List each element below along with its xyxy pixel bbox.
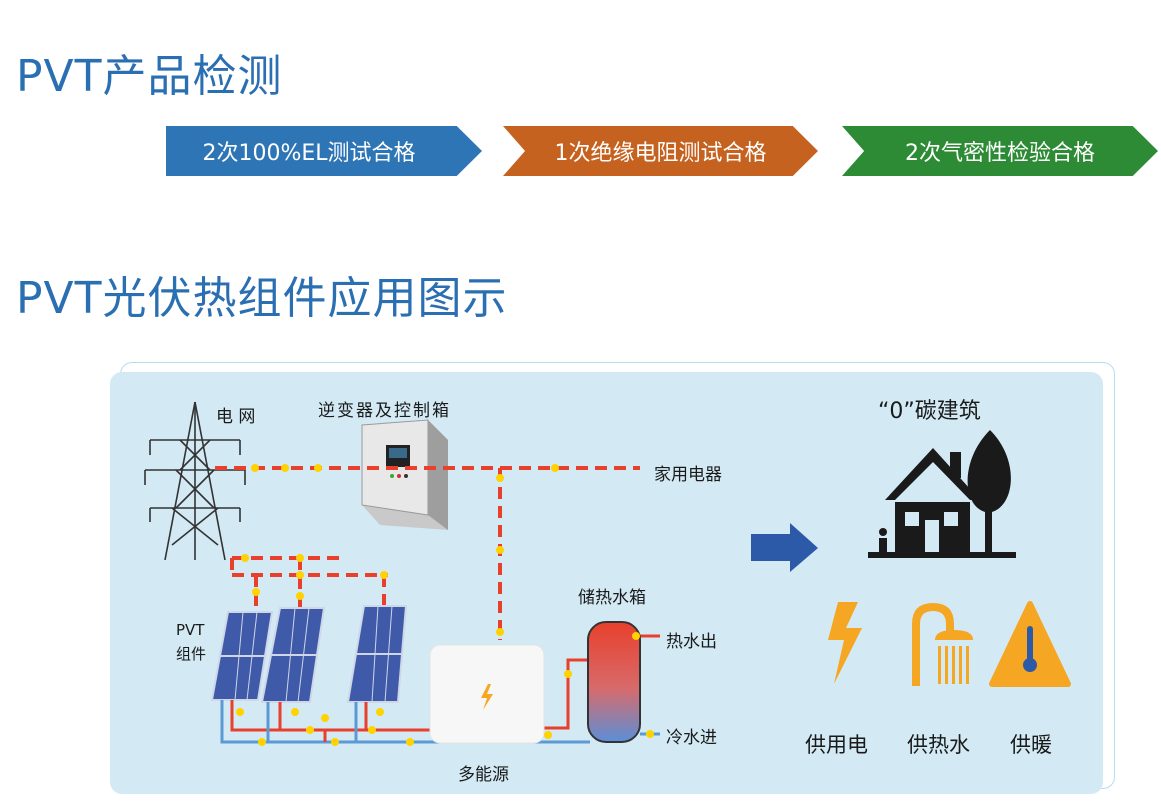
step-airtight-test-label: 2次气密性检验合格 — [905, 141, 1095, 166]
zero-carbon-label: “0”碳建筑 — [878, 399, 981, 424]
step-el-test: 2次100%EL测试合格 — [166, 126, 482, 176]
flow-markers — [236, 464, 654, 746]
tank-label: 储热水箱 — [578, 588, 646, 608]
output-hot-water-label: 供热水 — [907, 733, 970, 757]
power-tower-icon — [144, 401, 246, 561]
application-title: PVT光伏热组件应用图示 — [16, 273, 508, 324]
inverter-icon — [361, 419, 448, 530]
step-el-test-label: 2次100%EL测试合格 — [202, 141, 416, 166]
house-icon — [868, 430, 1016, 558]
pvt-panels-icon — [210, 605, 408, 703]
pvt-label-line1: PVT — [176, 621, 205, 639]
inverter-label: 逆变器及控制箱 — [318, 401, 451, 421]
output-electricity-label: 供用电 — [805, 733, 868, 757]
step-insulation-test: 1次绝缘电阻测试合格 — [503, 126, 818, 176]
lightning-icon — [828, 602, 862, 684]
step-insulation-test-label: 1次绝缘电阻测试合格 — [554, 141, 767, 166]
step-airtight-test: 2次气密性检验合格 — [842, 126, 1158, 176]
cold-in-label: 冷水进 — [666, 728, 717, 748]
shower-icon — [912, 603, 973, 686]
water-tank-icon — [587, 621, 641, 743]
hot-out-label: 热水出 — [666, 632, 717, 652]
pvt-label-line2: 组件 — [176, 645, 207, 663]
energy-unit-icon — [429, 644, 545, 744]
output-heating-label: 供暖 — [1010, 733, 1052, 757]
appliances-label: 家用电器 — [654, 465, 722, 485]
energy-source-label: 多能源 — [458, 765, 509, 785]
inspection-title: PVT产品检测 — [16, 51, 283, 102]
big-arrow-icon — [751, 523, 818, 572]
grid-label: 电 网 — [216, 407, 256, 427]
thermometer-warning-icon — [989, 601, 1071, 687]
